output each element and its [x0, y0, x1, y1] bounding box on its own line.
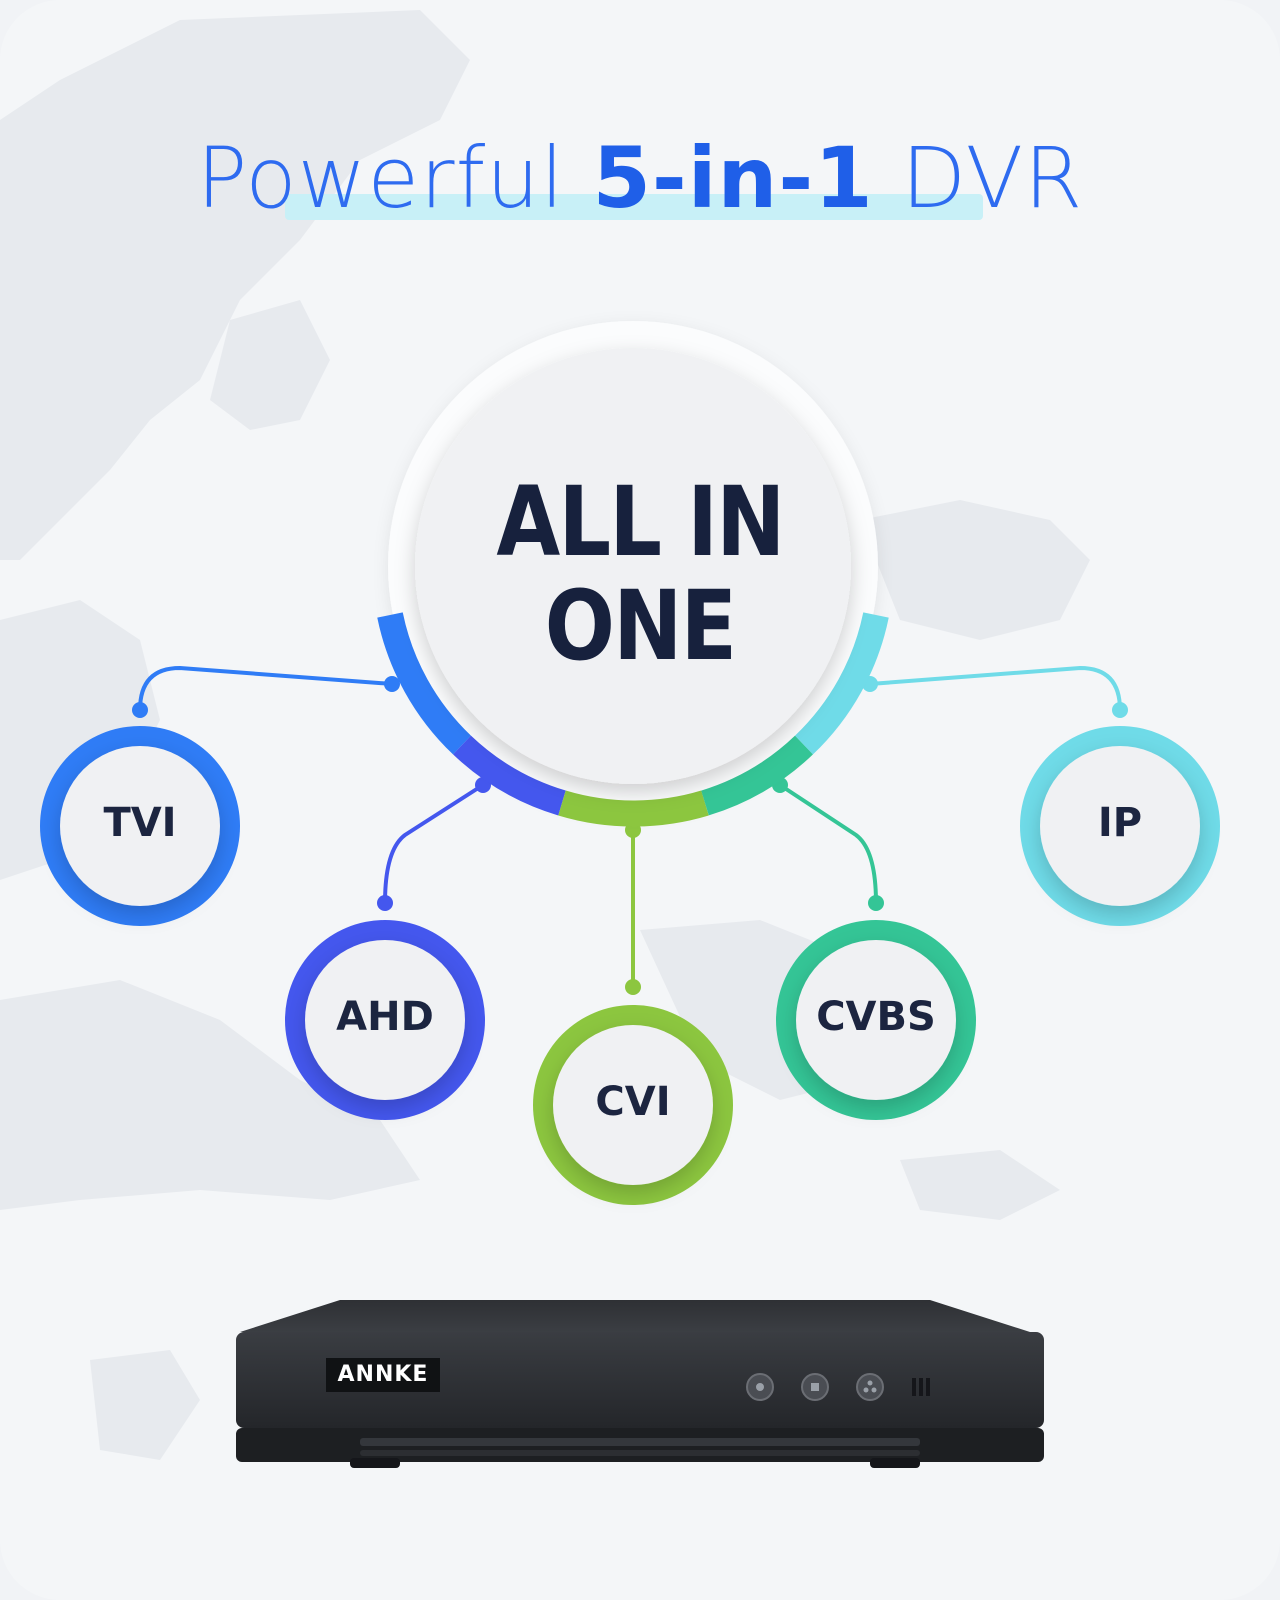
center-hub — [377, 321, 889, 827]
node-ahd — [285, 920, 485, 1120]
headline-suffix: DVR — [873, 129, 1084, 227]
label-cvi: CVI — [595, 1079, 671, 1125]
node-ip — [1020, 726, 1220, 926]
center-title-line2: ONE — [544, 570, 737, 682]
dvr-device — [236, 1300, 1044, 1468]
record-button[interactable] — [801, 1373, 829, 1401]
node-tvi — [40, 726, 240, 926]
label-ahd: AHD — [336, 994, 434, 1040]
node-cvi — [533, 1005, 733, 1205]
power-button[interactable] — [746, 1373, 774, 1401]
headline-emphasis: 5-in-1 — [592, 129, 874, 227]
center-title: ALL IN ONE — [468, 470, 812, 678]
label-cvbs: CVBS — [816, 994, 936, 1040]
connectors — [138, 665, 1122, 987]
network-button[interactable] — [856, 1373, 884, 1401]
headline-highlight — [284, 194, 984, 220]
label-ip: IP — [1097, 800, 1143, 846]
usb-port — [912, 1378, 930, 1396]
node-cvbs — [776, 920, 976, 1120]
headline: Powerful 5-in-1 DVR — [0, 128, 1280, 228]
headline-prefix: Powerful — [196, 129, 593, 227]
label-tvi: TVI — [103, 800, 177, 846]
brand-logo: ANNKE — [326, 1358, 440, 1392]
center-title-line1: ALL IN — [496, 466, 785, 578]
